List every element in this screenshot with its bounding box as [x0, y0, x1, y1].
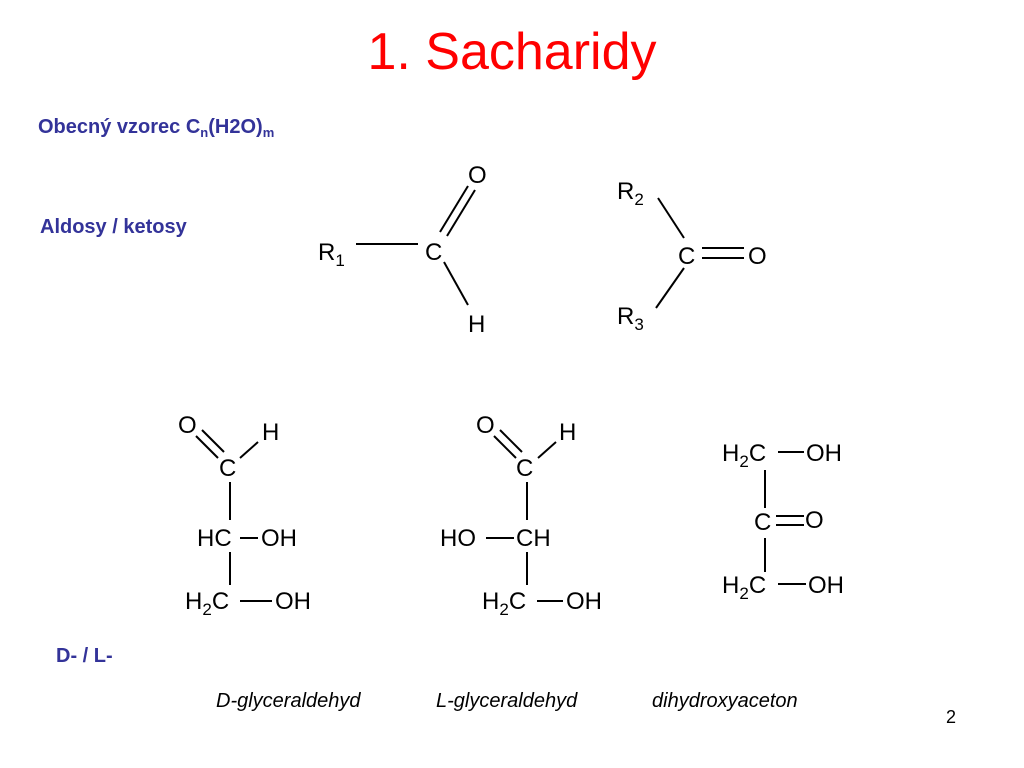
lg-h: H: [559, 419, 576, 446]
dg-h2c: H2C: [185, 588, 229, 619]
caption-dihydroxyaceton: dihydroxyaceton: [652, 690, 798, 712]
aldose-ch-bond: [443, 261, 469, 306]
dha-c-mid: C: [754, 509, 771, 536]
d-glyceraldehyde-structure: O H C HC OH H2C OH: [178, 412, 311, 619]
dihydroxyacetone-structure: H2C OH C O H2C OH: [722, 440, 844, 603]
aldose-co-bond-1: [439, 185, 469, 233]
caption-d-glyceraldehyd: D-glyceraldehyd: [216, 690, 361, 712]
dg-hc: HC: [197, 525, 232, 552]
ketone-r3-bond: [655, 267, 685, 309]
dha-h2c-top: H2C: [722, 440, 766, 471]
aldosy-ketosy-label: Aldosy / ketosy: [40, 216, 187, 238]
dha-o: O: [805, 507, 824, 534]
ketone-structure: R2 C O R3: [617, 178, 767, 334]
lg-o: O: [476, 412, 495, 439]
dg-o: O: [178, 412, 197, 439]
dl-label: D- / L-: [56, 645, 113, 667]
dg-ch-bond: [239, 441, 259, 459]
dg-co-bond-2: [201, 429, 225, 453]
dg-oh2: OH: [275, 588, 311, 615]
page-number: 2: [946, 707, 957, 727]
lg-ch: CH: [516, 525, 551, 552]
ketone-c: C: [678, 243, 695, 270]
page-title: 1. Sacharidy: [367, 23, 657, 81]
lg-co-bond-2: [499, 429, 523, 453]
ketone-r2-bond: [657, 197, 685, 239]
lg-c1: C: [516, 455, 533, 482]
caption-l-glyceraldehyd: L-glyceraldehyd: [436, 690, 578, 712]
dg-h: H: [262, 419, 279, 446]
aldose-o: O: [468, 162, 487, 189]
general-formula: Obecný vzorec Cn(H2O)m: [38, 116, 274, 140]
dha-h2c-bot: H2C: [722, 572, 766, 603]
dha-oh-bot: OH: [808, 572, 844, 599]
dg-oh1: OH: [261, 525, 297, 552]
ketone-o: O: [748, 243, 767, 270]
lg-oh: OH: [566, 588, 602, 615]
ketone-r2: R2: [617, 178, 644, 209]
lg-h2c: H2C: [482, 588, 526, 619]
formula-mid: (H2O): [208, 116, 263, 138]
aldose-r: R1: [318, 239, 345, 270]
lg-ch-bond: [537, 441, 557, 459]
ketone-r3: R3: [617, 303, 644, 334]
aldose-c: C: [425, 239, 442, 266]
aldose-structure: R1 C O H: [318, 162, 487, 338]
aldose-co-bond-2: [446, 189, 476, 237]
lg-ho: HO: [440, 525, 476, 552]
formula-sub-n: n: [200, 125, 209, 140]
dg-c1: C: [219, 455, 236, 482]
lg-co-bond-1: [493, 435, 517, 459]
dha-oh-top: OH: [806, 440, 842, 467]
dg-co-bond-1: [195, 435, 219, 459]
l-glyceraldehyde-structure: O H C HO CH H2C OH: [440, 412, 602, 619]
formula-text: Obecný vzorec C: [38, 116, 201, 138]
aldose-h: H: [468, 311, 485, 338]
formula-sub-m: m: [262, 125, 275, 140]
